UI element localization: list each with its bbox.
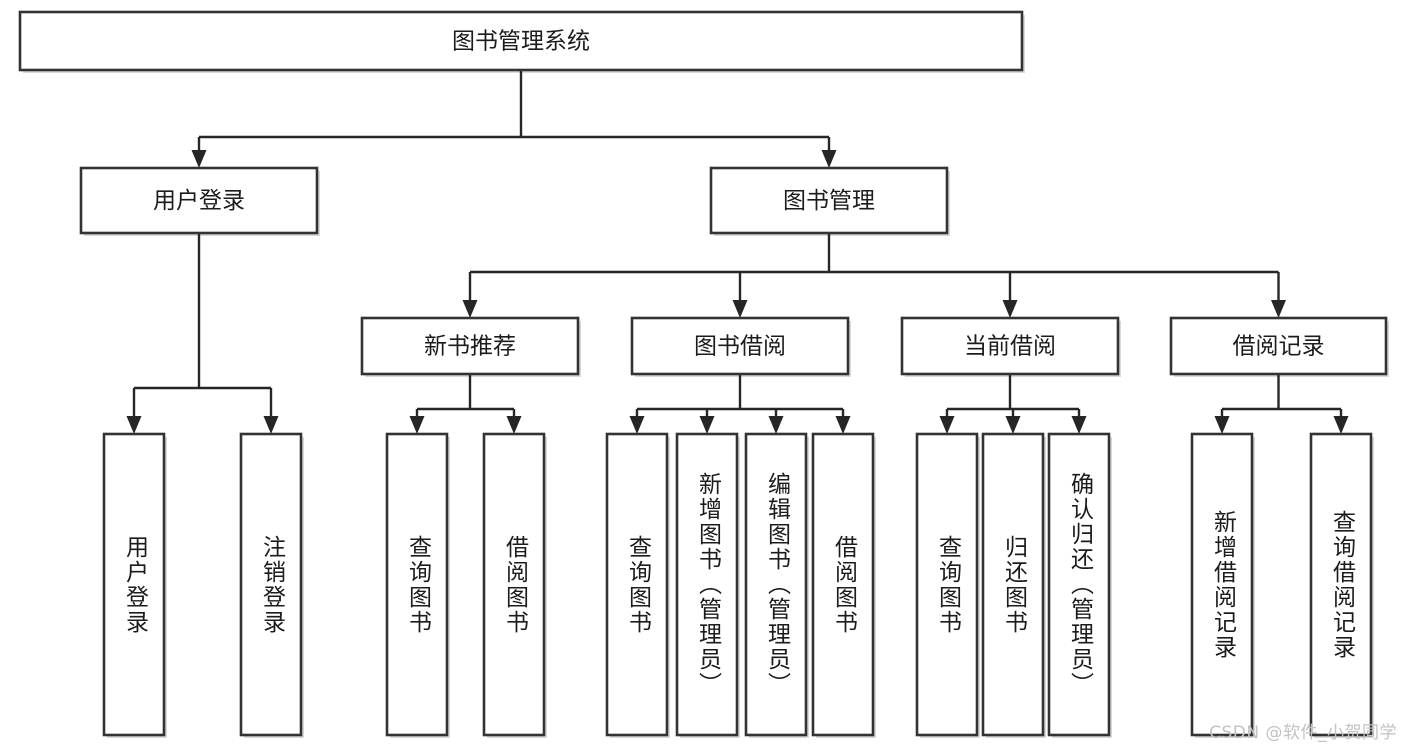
leaf-box-leaf-return-book[interactable] <box>981 432 1045 737</box>
leafgroup-book-borrow-arrow-0 <box>629 416 645 434</box>
leafgroup-current-borrow-arrow-1 <box>1005 416 1021 434</box>
leafgroup-new-book-rec-arrow-1 <box>506 416 522 434</box>
leaf-box-leaf-query-book-1[interactable] <box>385 432 449 737</box>
leaf-box-leaf-user-login[interactable] <box>102 432 166 737</box>
bookmanage-to-level3-arrow-1 <box>732 300 748 318</box>
leafgroup-book-borrow-arrow-1 <box>699 416 715 434</box>
leaf-box-leaf-confirm-return[interactable] <box>1047 432 1111 737</box>
leafgroup-user-login-arrow-0 <box>126 416 142 434</box>
box-layer <box>18 10 1388 737</box>
level3-label-borrow-record: 借阅记录 <box>1233 334 1325 360</box>
level3-box-borrow-record[interactable] <box>1169 316 1388 376</box>
level2-label-book-manage: 图书管理 <box>783 188 875 214</box>
leaf-box-leaf-query-book-2[interactable] <box>605 432 669 737</box>
leaf-box-leaf-borrow-book-2[interactable] <box>811 432 875 737</box>
level3-box-book-borrow[interactable] <box>630 316 850 376</box>
connector-layer <box>126 70 1349 434</box>
leaf-box-leaf-borrow-book-1[interactable] <box>482 432 546 737</box>
root-to-level2-arrow-0 <box>191 150 207 168</box>
leaf-box-leaf-edit-book[interactable] <box>744 432 808 737</box>
level2-label-user-login: 用户登录 <box>153 188 245 214</box>
leafgroup-new-book-rec-arrow-0 <box>409 416 425 434</box>
leaf-box-leaf-user-logout[interactable] <box>239 432 303 737</box>
leafgroup-user-login-arrow-1 <box>263 416 279 434</box>
leafgroup-book-borrow-arrow-3 <box>835 416 851 434</box>
level2-box-user-login[interactable] <box>79 166 319 235</box>
level3-label-book-borrow: 图书借阅 <box>694 334 786 360</box>
root-label: 图书管理系统 <box>452 29 590 55</box>
leaf-box-leaf-query-book-3[interactable] <box>915 432 979 737</box>
root-to-level2-arrow-1 <box>821 150 837 168</box>
level3-label-current-borrow: 当前借阅 <box>964 334 1056 360</box>
leafgroup-borrow-record-arrow-0 <box>1214 416 1230 434</box>
leafgroup-book-borrow-arrow-2 <box>768 416 784 434</box>
leafgroup-borrow-record-arrow-1 <box>1333 416 1349 434</box>
leafgroup-current-borrow-arrow-2 <box>1071 416 1087 434</box>
bookmanage-to-level3-arrow-0 <box>462 300 478 318</box>
level3-box-current-borrow[interactable] <box>900 316 1120 376</box>
level3-box-new-book-rec[interactable] <box>360 316 580 376</box>
leaf-box-leaf-add-book[interactable] <box>675 432 739 737</box>
bookmanage-to-level3-arrow-2 <box>1002 300 1018 318</box>
leafgroup-current-borrow-arrow-0 <box>939 416 955 434</box>
level3-label-new-book-rec: 新书推荐 <box>424 334 516 360</box>
level2-box-book-manage[interactable] <box>709 166 949 235</box>
leaf-box-leaf-add-record[interactable] <box>1190 432 1254 737</box>
bookmanage-to-level3-arrow-3 <box>1271 300 1286 318</box>
leaf-box-leaf-query-record[interactable] <box>1309 432 1373 737</box>
root-box[interactable] <box>18 10 1024 72</box>
